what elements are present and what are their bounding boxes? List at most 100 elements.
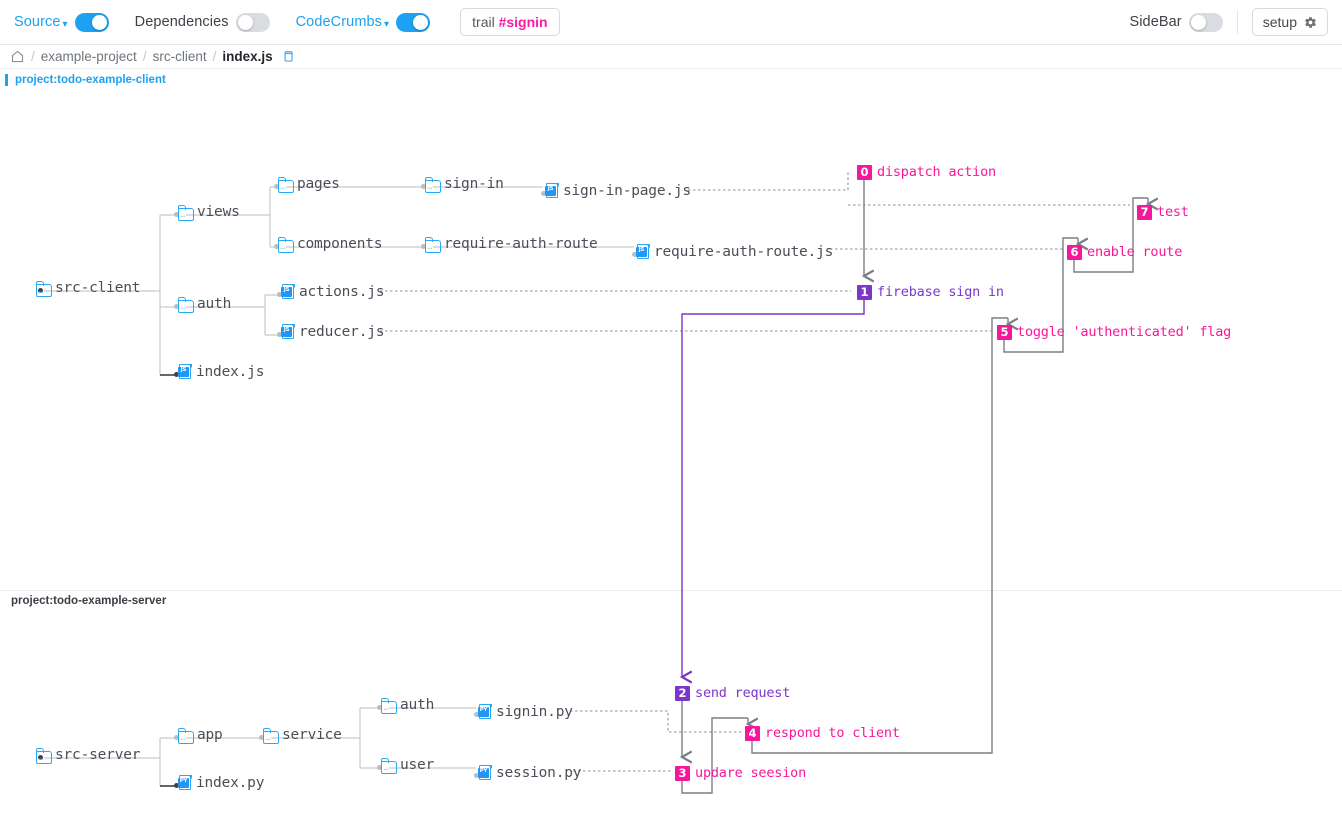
tree-node-sign-in[interactable]: …sign-in: [425, 176, 504, 193]
folder-icon: …: [425, 177, 441, 193]
node-dot: [174, 212, 179, 217]
project-divider: [0, 590, 1342, 591]
tree-node-label: components: [297, 236, 383, 252]
sidebar-control: SideBar: [1129, 12, 1223, 32]
tree-node-auth-srv[interactable]: …auth: [381, 697, 434, 714]
tree-node-components[interactable]: …components: [278, 236, 383, 253]
setup-button[interactable]: setup: [1251, 8, 1328, 36]
codecrumb-index: 7: [1137, 204, 1153, 220]
breadcrumb-separator: /: [142, 49, 147, 64]
copy-icon[interactable]: [281, 50, 295, 64]
codecrumbs-toggle[interactable]: [396, 12, 431, 32]
tree-node-label: signin.py: [496, 704, 573, 720]
node-dot: [474, 712, 479, 717]
tree-node-label: user: [400, 757, 435, 773]
source-label[interactable]: Source▾: [14, 14, 68, 30]
tree-node-user-srv[interactable]: …user: [381, 757, 435, 774]
folder-icon: …: [381, 698, 397, 714]
python-file-icon: PY: [478, 704, 493, 720]
tree-node-require-auth-route[interactable]: …require-auth-route: [425, 236, 598, 253]
codecrumb-index: 6: [1067, 244, 1083, 260]
tree-node-label: actions.js: [299, 284, 385, 300]
tree-node-pages[interactable]: …pages: [278, 176, 340, 193]
node-dot: [274, 184, 279, 189]
breadcrumb-item-src-client[interactable]: src-client: [152, 49, 207, 64]
tree-node-service[interactable]: …service: [263, 727, 342, 744]
codecrumbs-control: CodeCrumbs▾: [295, 12, 431, 32]
crumb-flow-purple: [682, 298, 865, 677]
trail-selector[interactable]: trail #signin: [460, 8, 560, 36]
codecrumb-text: toggle 'authenticated' flag: [1017, 324, 1232, 340]
toggle-knob: [91, 14, 107, 30]
sidebar-toggle[interactable]: [1188, 12, 1223, 32]
tree-node-label: sign-in: [444, 176, 504, 192]
project-label-client[interactable]: project:todo-example-client: [5, 74, 166, 86]
tree-node-auth[interactable]: …auth: [178, 296, 232, 313]
codecrumbs-label[interactable]: CodeCrumbs▾: [295, 14, 390, 30]
tree-node-label: pages: [297, 176, 340, 192]
home-icon[interactable]: [10, 49, 25, 64]
folder-icon: …: [263, 728, 279, 744]
source-toggle[interactable]: [74, 12, 109, 32]
tree-node-label: sign-in-page.js: [563, 183, 691, 199]
tree-node-src-client[interactable]: …src-client: [36, 280, 141, 297]
chevron-down-icon[interactable]: ▾: [384, 19, 390, 30]
folder-icon: …: [36, 748, 52, 764]
tree-node-label: index.js: [196, 364, 265, 380]
node-dot: [277, 292, 282, 297]
codecrumb-index: 1: [857, 284, 873, 300]
breadcrumb-item-index-js[interactable]: index.js: [222, 49, 273, 64]
project-label-server[interactable]: project:todo-example-server: [11, 595, 167, 607]
tree-node-src-server[interactable]: …src-server: [36, 747, 141, 764]
setup-label: setup: [1262, 14, 1297, 30]
codecrumb-index: 4: [745, 725, 761, 741]
node-dot: [38, 288, 43, 293]
tree-node-app[interactable]: …app: [178, 727, 223, 744]
node-dot: [38, 755, 43, 760]
breadcrumb-item-example-project[interactable]: example-project: [40, 49, 137, 64]
javascript-file-icon: JS: [281, 284, 296, 300]
toggle-knob: [237, 14, 253, 30]
chevron-down-icon[interactable]: ▾: [62, 19, 68, 30]
breadcrumb: / example-project / src-client / index.j…: [0, 45, 1342, 69]
folder-icon: …: [36, 281, 52, 297]
tree-node-label: auth: [197, 296, 232, 312]
breadcrumb-separator: /: [31, 49, 35, 64]
node-dot: [174, 372, 179, 377]
tree-node-label: index.py: [196, 775, 265, 791]
toggle-knob: [413, 14, 429, 30]
gear-icon: [1305, 16, 1316, 28]
codecrumb-index: 3: [675, 765, 691, 781]
tree-node-label: service: [282, 727, 342, 743]
javascript-file-icon: JS: [636, 244, 651, 260]
codecrumb-text: enable route: [1087, 244, 1183, 260]
sidebar-label: SideBar: [1129, 14, 1182, 30]
codecrumb-text: send request: [695, 685, 791, 701]
folder-icon: …: [178, 205, 194, 221]
node-dot: [632, 252, 637, 257]
folder-icon: …: [278, 177, 294, 193]
node-dot: [377, 705, 382, 710]
source-control: Source▾: [14, 12, 109, 32]
codecrumb-index: 2: [675, 685, 691, 701]
codecrumb-index: 5: [997, 324, 1013, 340]
dependencies-toggle[interactable]: [235, 12, 270, 32]
tree-node-views[interactable]: …views: [178, 204, 240, 221]
